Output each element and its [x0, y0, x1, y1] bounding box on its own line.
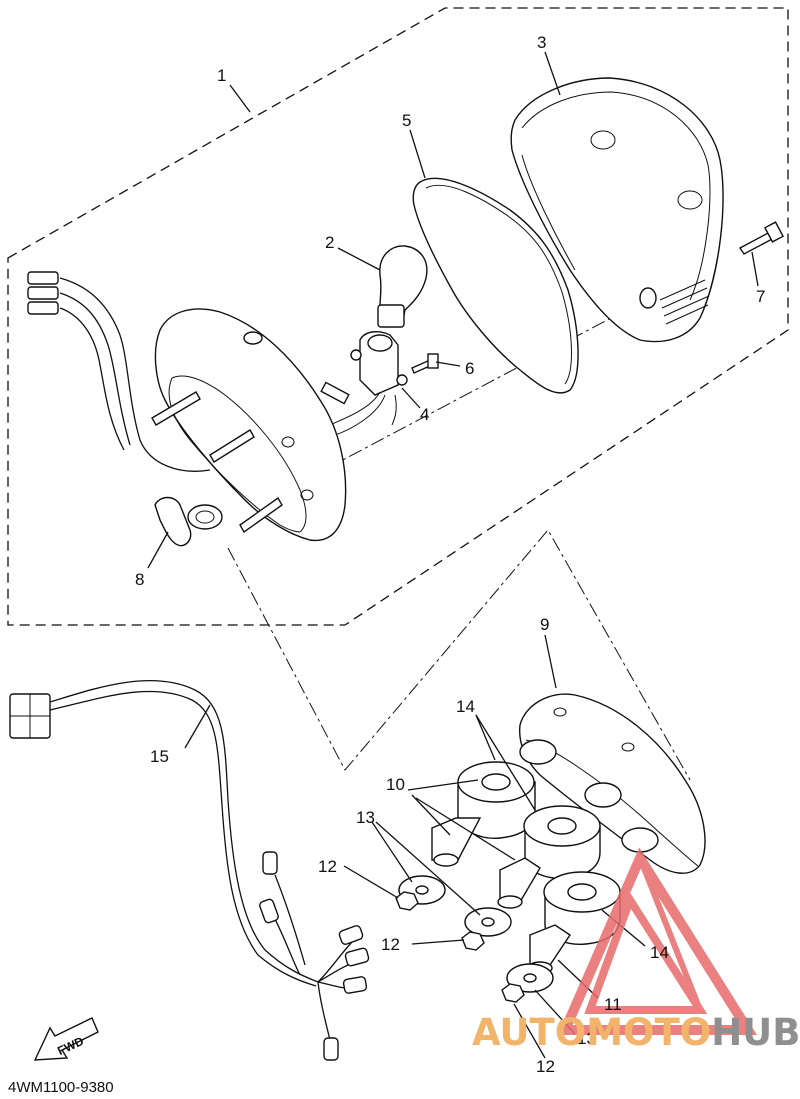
wire-grommet	[154, 496, 223, 547]
watermark-moto: MOTO	[586, 1011, 711, 1054]
callout-10: 10	[386, 775, 405, 794]
callout-5: 5	[402, 111, 411, 130]
nut-3	[501, 983, 525, 1003]
watermark-text: AUTOMOTOHUB	[472, 1011, 800, 1054]
axis-line-bracket	[227, 529, 691, 781]
callout-12-c: 12	[536, 1057, 555, 1076]
callout-2: 2	[325, 233, 334, 252]
axis-line-lens	[304, 299, 646, 481]
mounting-studs	[151, 391, 283, 534]
housing-wires	[27, 271, 211, 472]
callout-13-a: 13	[356, 808, 375, 827]
callout-8: 8	[135, 570, 144, 589]
bulb-socket	[329, 331, 408, 436]
callout-13-b: 13	[577, 1029, 596, 1048]
gasket-inner	[425, 184, 572, 385]
callout-11: 11	[604, 995, 622, 1014]
callout-14-b: 14	[650, 943, 669, 962]
callout-12-b: 12	[381, 935, 400, 954]
bulb	[377, 245, 428, 328]
lens	[510, 77, 724, 343]
callout-7: 7	[756, 287, 765, 306]
callout-14-a: 14	[456, 697, 475, 716]
callout-12-a: 12	[318, 857, 337, 876]
gasket	[412, 177, 579, 394]
nut-2	[461, 931, 485, 951]
socket-screw	[411, 353, 439, 374]
callout-15: 15	[150, 747, 169, 766]
part-code: 4WM1100-9380	[8, 1079, 114, 1096]
callout-6: 6	[465, 359, 474, 378]
callout-4: 4	[420, 405, 429, 424]
watermark-hub: HUB	[711, 1011, 800, 1054]
assembly-boundary	[7, 7, 789, 626]
wire-harness	[9, 679, 370, 1061]
leader-lines	[147, 51, 759, 1059]
lamp-housing	[154, 308, 350, 542]
collar-1	[431, 817, 482, 867]
collar-2	[497, 857, 541, 909]
fwd-direction-arrow	[33, 1017, 99, 1061]
watermark-auto: AUTO	[472, 1011, 586, 1054]
watermark-logo	[557, 847, 758, 1035]
callout-1: 1	[217, 66, 226, 85]
lens-screw	[738, 221, 785, 255]
callout-3: 3	[537, 33, 546, 52]
washer-2	[464, 907, 512, 937]
mounting-bracket	[518, 693, 706, 874]
callout-9: 9	[540, 615, 549, 634]
nut-1	[395, 891, 419, 911]
rubber-damper-2	[523, 805, 601, 879]
